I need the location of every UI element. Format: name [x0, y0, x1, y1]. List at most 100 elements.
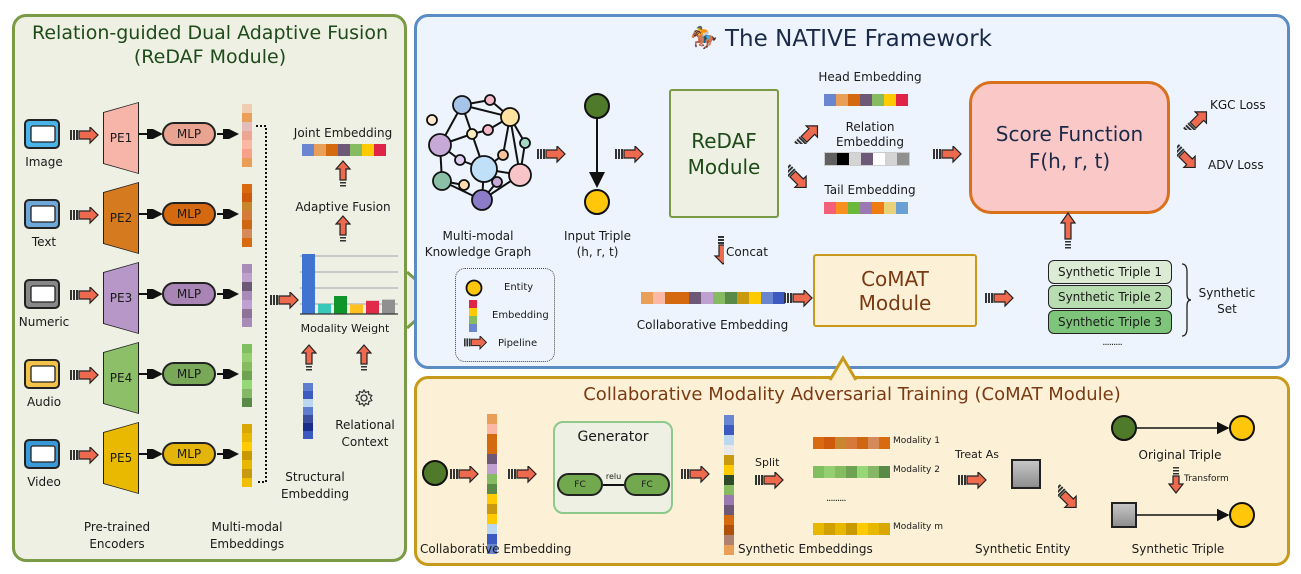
- modality-ellipsis: ·········: [826, 496, 847, 507]
- synthetic-triple-label: Synthetic Triple: [1131, 542, 1225, 556]
- modality-cell: [824, 523, 835, 535]
- image-icon: [24, 119, 60, 149]
- embedding-cell: [242, 442, 252, 451]
- pipe-arrow-modality: [70, 447, 99, 464]
- comat-collaborative-strip: [487, 414, 497, 554]
- embedding-cell: [242, 344, 252, 353]
- comat-collaborative-cell: [487, 524, 497, 534]
- synthetic-embeddings-label: Synthetic Embeddings: [738, 542, 873, 556]
- comat-collaborative-cell: [487, 494, 497, 504]
- redaf-title-line1: Relation-guided Dual Adaptive Fusion: [32, 22, 388, 44]
- comat-collaborative-cell: [487, 544, 497, 554]
- encoder-label: PE2: [109, 211, 133, 225]
- modality-cell: [857, 523, 868, 535]
- embedding-cell: [242, 264, 252, 273]
- comat-collaborative-cell: [487, 424, 497, 434]
- structural-label-1: Structural: [285, 470, 345, 484]
- embedding-cell: [242, 362, 252, 371]
- embedding-cell: [242, 220, 252, 229]
- modality-strip-label: Modality 2: [893, 465, 940, 475]
- comat-module-box[interactable]: CoMAT Module: [813, 254, 977, 327]
- synthetic-embedding-cell: [724, 515, 734, 525]
- mlp-label: MLP: [176, 127, 202, 141]
- structural-embedding-cell: [303, 431, 313, 439]
- transform-label: Transform: [1184, 474, 1229, 484]
- up-arrow-synthetic-to-score: [1060, 211, 1076, 249]
- redaf-box-line2: Module: [687, 154, 761, 179]
- structural-embedding-cell: [303, 423, 313, 431]
- modality-cell: [846, 437, 857, 449]
- modality-weight-bar: [366, 300, 379, 314]
- synthetic-embedding-cell: [724, 485, 734, 495]
- legend-entity-label: Entity: [504, 282, 534, 293]
- collaborative-embedding-cell: [773, 292, 785, 304]
- modality-embedding-strip: [242, 344, 252, 407]
- knowledge-graph-icon: [426, 94, 532, 211]
- embedding-cell: [242, 122, 252, 131]
- modality-cell: [813, 466, 824, 478]
- fc2-layer: FC: [624, 473, 670, 496]
- tail-embedding-cell: [896, 202, 908, 214]
- concat-label: Concat: [726, 245, 768, 259]
- generator-box[interactable]: [553, 421, 673, 514]
- comat-collaborative-cell: [487, 514, 497, 524]
- embedding-cell: [242, 211, 252, 220]
- modality-label: Audio: [26, 395, 62, 409]
- pipe-arrow-modality: [70, 367, 99, 384]
- structural-embedding-cell: [303, 407, 313, 415]
- embedding-cell: [242, 309, 252, 318]
- dotted-bracket: [256, 125, 267, 483]
- modality-cell: [835, 466, 846, 478]
- embedding-cell: [242, 300, 252, 309]
- pipe-arrow-to-synthetic-set: [985, 290, 1014, 307]
- modality-cell: [879, 437, 890, 449]
- joint-embedding-cell: [326, 144, 338, 156]
- collaborative-embedding-strip: [641, 292, 785, 304]
- head-embedding-cell: [872, 94, 884, 106]
- pretrained-label-1: Pre-trained: [83, 520, 151, 534]
- up-arrow-relational: [356, 344, 372, 371]
- arrow-encoder-to-mlp: [139, 369, 163, 379]
- legend-pipeline-label: Pipeline: [498, 338, 538, 349]
- relation-embedding-cell: [873, 153, 885, 165]
- modality-embedding-strip: [242, 424, 252, 487]
- tail-embedding-cell: [824, 202, 836, 214]
- modality-label: Text: [31, 235, 57, 249]
- synthetic-embedding-cell: [724, 495, 734, 505]
- embedding-cell: [242, 460, 252, 469]
- embedding-cell: [242, 424, 252, 433]
- adv-loss-label: ADV Loss: [1208, 158, 1264, 172]
- generator-label: Generator: [577, 429, 649, 445]
- embedding-cell: [242, 104, 252, 113]
- arrow-mlp-to-embedding: [217, 449, 239, 459]
- mlp-block: MLP: [162, 122, 216, 146]
- collaborative-embedding-cell: [653, 292, 665, 304]
- collaborative-embedding-cell: [725, 292, 737, 304]
- embedding-cell: [242, 158, 252, 167]
- comat-collaborative-cell: [487, 414, 497, 424]
- mlp-block: MLP: [162, 442, 216, 466]
- tail-embedding-cell: [884, 202, 896, 214]
- structural-embedding-strip: [303, 383, 313, 439]
- comat-collab-label: Collaborative Embedding: [420, 542, 572, 556]
- comat-collaborative-cell: [487, 454, 497, 464]
- collaborative-embedding-cell: [641, 292, 653, 304]
- pipe-arrow-to-generator: [508, 466, 537, 483]
- score-function-box[interactable]: Score Function F(h, r, t): [969, 81, 1170, 214]
- synthetic-embedding-cell: [724, 415, 734, 425]
- modality-cell: [846, 523, 857, 535]
- arrow-mlp-to-embedding: [217, 289, 239, 299]
- redaf-module-box[interactable]: ReDAF Module: [669, 89, 779, 218]
- modality-strip: [813, 523, 890, 535]
- pipe-arrow-generator-to-synthetic: [681, 466, 710, 483]
- pipe-arrow-treat-as: [958, 472, 987, 489]
- structural-label-2: Embedding: [280, 487, 350, 501]
- embedding-cell: [242, 353, 252, 362]
- embedding-cell: [242, 149, 252, 158]
- split-label: Split: [755, 456, 780, 469]
- pipe-arrow-modality: [70, 287, 99, 304]
- head-embedding-cell: [824, 94, 836, 106]
- original-triple-icon: [1111, 415, 1255, 441]
- comat-title: Collaborative Modality Adversarial Train…: [583, 384, 1121, 405]
- arrow-encoder-to-mlp: [139, 209, 163, 219]
